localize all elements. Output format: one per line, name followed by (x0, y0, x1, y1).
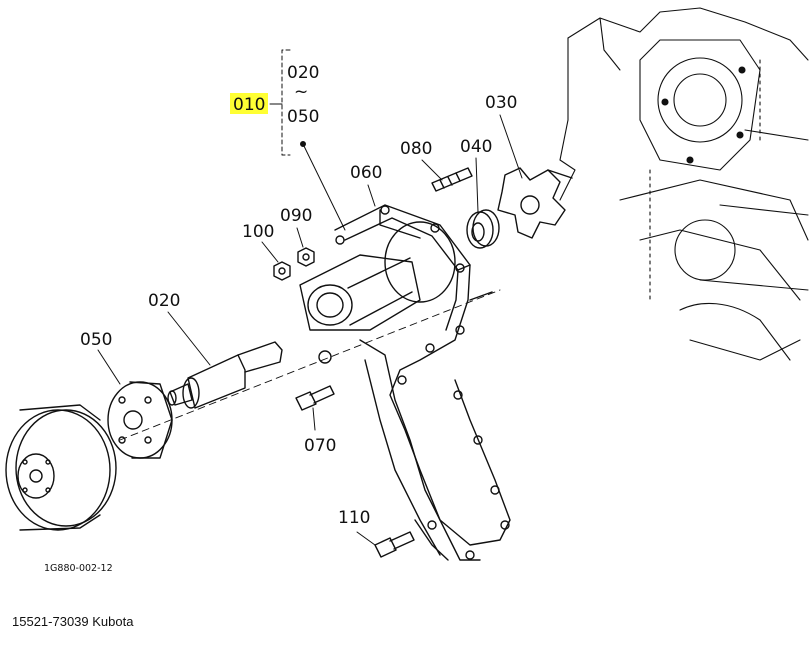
group-bracket (269, 49, 306, 156)
engine-block-drawing (559, 7, 809, 361)
group-range-end: 050 (287, 107, 319, 127)
assembly-axis-line (119, 289, 501, 441)
group-label: 010 (233, 95, 265, 115)
drawing-code: 1G880-002-12 (44, 563, 113, 574)
seal-drawing (466, 209, 500, 249)
water-pump-housing-drawing (299, 204, 511, 561)
shaft-bearing-drawing (167, 341, 283, 409)
impeller-drawing (497, 167, 573, 239)
highlight-marker (230, 93, 268, 114)
callout-040: 040 (460, 137, 492, 157)
callout-020: 020 (148, 291, 180, 311)
group-range-separator: ~ (294, 82, 308, 102)
flange-drawing (107, 381, 173, 459)
group-range-start: 020 (287, 63, 319, 83)
callout-100: 100 (242, 222, 274, 242)
bolt-drawing (295, 385, 415, 558)
callout-060: 060 (350, 163, 382, 183)
callout-090: 090 (280, 206, 312, 226)
callout-080: 080 (400, 139, 432, 159)
stud-drawing (431, 167, 473, 192)
callout-050: 050 (80, 330, 112, 350)
pulley-drawing (5, 404, 117, 531)
parts-diagram: 010 020 ~ 050 030 040 080 060 090 100 02… (5, 7, 809, 574)
callout-110: 110 (338, 508, 370, 528)
callout-070: 070 (304, 436, 336, 456)
part-caption: 15521-73039 Kubota (12, 614, 134, 629)
callout-030: 030 (485, 93, 517, 113)
nut-drawing (273, 247, 315, 281)
leader-lines (97, 114, 523, 546)
